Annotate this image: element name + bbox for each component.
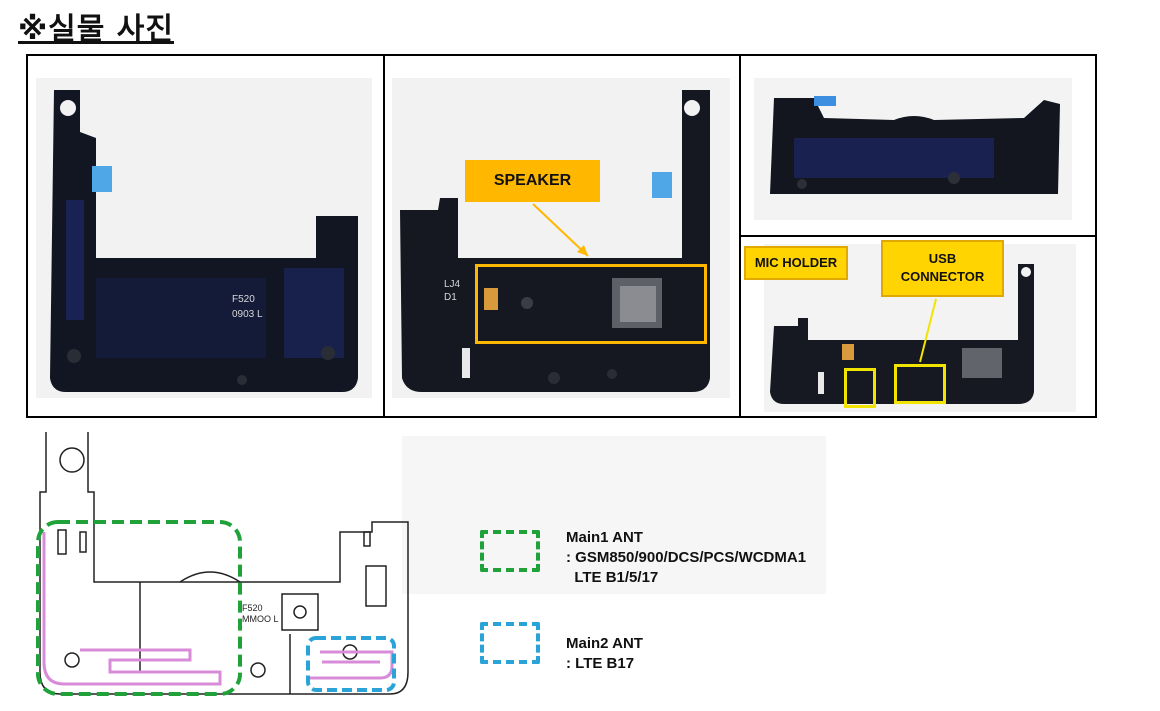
main1-ant-swatch: [480, 530, 540, 572]
part-mark-text: LJ4: [444, 279, 461, 290]
speaker-arrow: [532, 203, 589, 257]
main1-ant-bands: : GSM850/900/DCS/PCS/WCDMA1: [566, 549, 807, 566]
speaker-highlight: [475, 264, 707, 344]
usb-connector-callout: USB CONNECTOR: [881, 240, 1004, 297]
main1-ant-lte-bands: LTE B1/5/17: [566, 569, 659, 586]
watermark-area: [402, 436, 826, 594]
photo-front: F520 0903 L: [36, 78, 372, 398]
photo-angled: [754, 78, 1072, 220]
part-mark-text: 0903 L: [232, 309, 263, 320]
main2-ant-title: Main2 ANT: [566, 635, 643, 652]
usb-connector-highlight: [894, 364, 946, 404]
main2-ant-bands: : LTE B17: [566, 655, 635, 672]
usb-connector-label-line2: CONNECTOR: [900, 269, 985, 284]
main2-ant-swatch: [480, 622, 540, 664]
mic-holder-callout: MIC HOLDER: [744, 246, 848, 280]
main1-ant-title: Main1 ANT: [566, 529, 643, 546]
grid-divider: [383, 56, 385, 416]
grid-divider: [739, 235, 1095, 237]
main2-ant-legend: Main2 ANT : LTE B17: [566, 634, 643, 674]
mic-holder-highlight: [844, 368, 876, 408]
photo-grid: F520 0903 L LJ4 D1 SPEAKER: [26, 54, 1097, 418]
main1-ant-legend: Main1 ANT : GSM850/900/DCS/PCS/WCDMA1 LTE…: [566, 528, 806, 588]
part-mark-text: MMOO L: [242, 614, 279, 624]
antenna-diagram: [36, 432, 409, 696]
part-mark-text: F520: [242, 603, 263, 613]
part-mark-text: F520: [232, 294, 255, 305]
usb-connector-label-line1: USB: [928, 251, 957, 266]
page-title: ※실물 사진: [18, 12, 175, 47]
speaker-callout: SPEAKER: [465, 160, 600, 202]
part-mark-text: D1: [444, 292, 457, 303]
usb-connector-pointer: [919, 298, 937, 363]
